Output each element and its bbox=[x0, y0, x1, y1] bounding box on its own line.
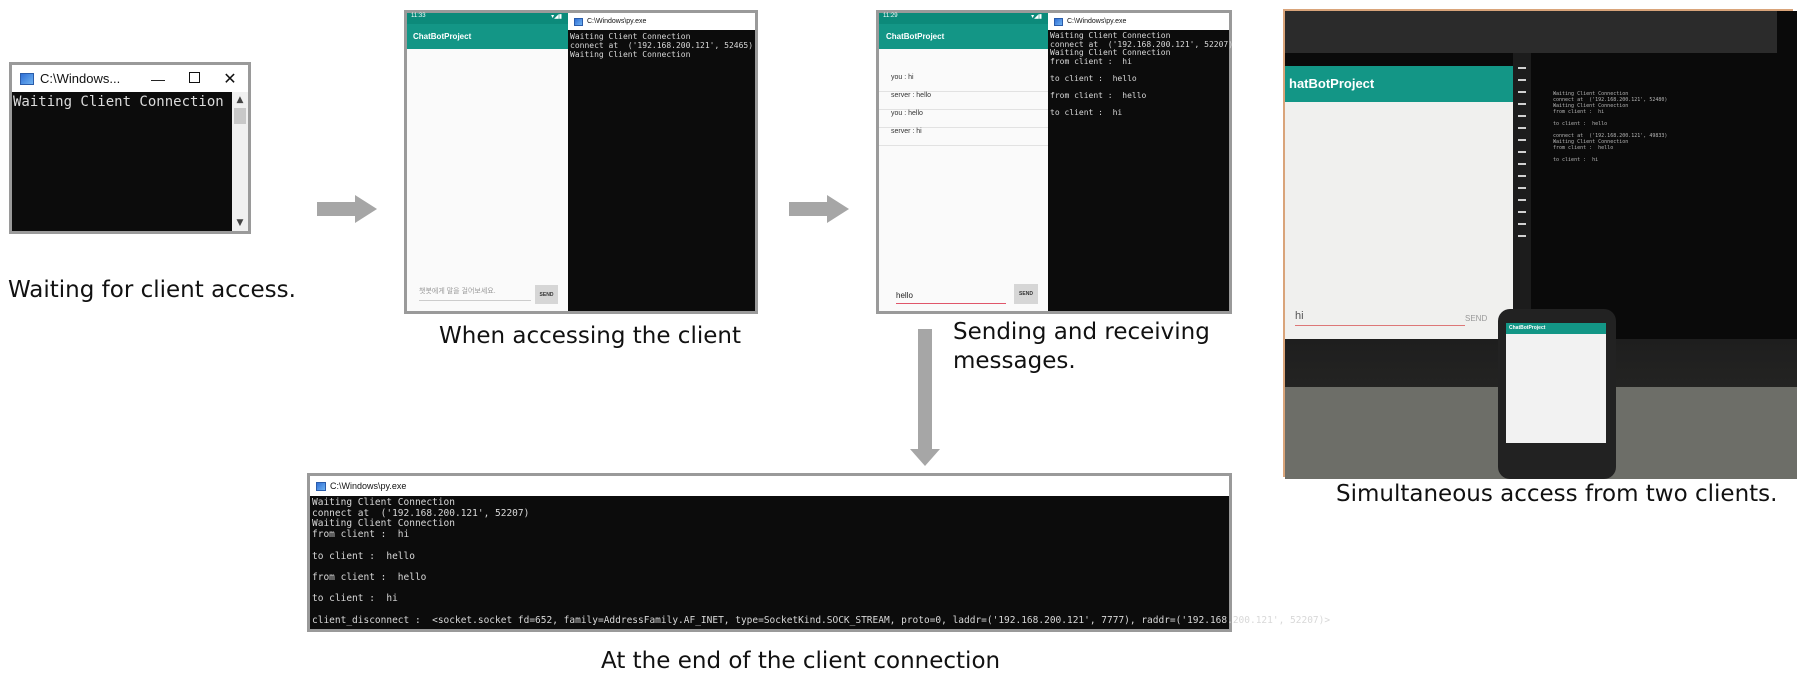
arrow-head bbox=[355, 195, 377, 223]
emulator-app-bar: hatBotProject bbox=[1285, 66, 1513, 102]
message-input[interactable]: hello bbox=[896, 291, 1006, 304]
scroll-up-icon[interactable]: ▲ bbox=[236, 95, 244, 105]
arrow-head bbox=[827, 195, 849, 223]
signal-icon: ▾◢▮ bbox=[551, 14, 562, 20]
emulator-toolbar bbox=[1513, 53, 1531, 339]
phone-app-bar: ChatBotProject bbox=[1506, 323, 1606, 334]
maximize-icon[interactable] bbox=[176, 71, 212, 86]
desktop-header bbox=[1285, 11, 1777, 53]
arrow-right-icon bbox=[317, 202, 357, 216]
send-button[interactable]: SEND bbox=[535, 285, 558, 304]
app-title: ChatBotProject bbox=[886, 32, 945, 41]
phone-device: ChatBotProject bbox=[1498, 309, 1616, 479]
console-app-icon bbox=[316, 481, 326, 491]
photo-app-title: hatBotProject bbox=[1289, 76, 1375, 91]
window-titlebar[interactable]: C:\Windows\py.exe bbox=[1048, 13, 1229, 30]
list-item: you : hi bbox=[879, 74, 1048, 92]
status-time: 11:29 bbox=[883, 13, 898, 19]
close-icon[interactable]: ✕ bbox=[223, 70, 237, 88]
screenshot-messaging: 11:29 ▾◢▮ ChatBotProject you : hi server… bbox=[876, 10, 1233, 314]
console-output: Waiting Client Connection connect at ('1… bbox=[570, 32, 754, 59]
console-output: Waiting Client Connection connect at ('1… bbox=[1050, 31, 1234, 118]
app-title: ChatBotProject bbox=[413, 32, 472, 41]
photo-send: SEND bbox=[1465, 314, 1488, 323]
caption-waiting: Waiting for client access. bbox=[8, 277, 296, 303]
caption-accessing: When accessing the client bbox=[439, 323, 741, 349]
list-item: you : hello bbox=[879, 110, 1048, 128]
app-bar: ChatBotProject bbox=[407, 24, 568, 49]
window-title: C:\Windows\py.exe bbox=[1067, 18, 1127, 25]
phone-app: 11:29 ▾◢▮ ChatBotProject you : hi server… bbox=[879, 13, 1048, 311]
screenshot-client-access: 11:33 ▾◢▮ ChatBotProject 챗봇에게 말을 걸어보세요. … bbox=[404, 10, 758, 314]
app-bar: ChatBotProject bbox=[879, 24, 1048, 49]
message-input[interactable]: 챗봇에게 말을 걸어보세요. bbox=[419, 286, 531, 301]
window-title: C:\Windows\py.exe bbox=[330, 481, 407, 491]
signal-icon: ▾◢▮ bbox=[1031, 14, 1042, 20]
list-item: server : hi bbox=[879, 128, 1048, 146]
console-window: C:\Windows\py.exe Waiting Client Connect… bbox=[1048, 13, 1233, 311]
caption-disconnect: At the end of the client connection bbox=[601, 648, 1001, 674]
arrow-head bbox=[910, 449, 940, 466]
window-titlebar[interactable]: C:\Windows\py.exe bbox=[568, 13, 755, 30]
status-bar: 11:33 ▾◢▮ bbox=[407, 13, 568, 24]
input-value: hello bbox=[896, 291, 913, 300]
console-app-icon bbox=[1054, 17, 1063, 26]
phone-screen: ChatBotProject bbox=[1506, 323, 1606, 443]
console-window-waiting: C:\Windows... — ✕ Waiting Client Connect… bbox=[9, 62, 251, 234]
console-app-icon bbox=[574, 17, 583, 26]
minimize-icon[interactable]: — bbox=[151, 70, 165, 87]
console-output: Waiting Client Connection bbox=[13, 94, 224, 110]
scroll-thumb[interactable] bbox=[234, 108, 246, 124]
photo-two-clients: hatBotProject hi SEND Waiting Client Con… bbox=[1283, 9, 1797, 479]
window-title: C:\Windows\py.exe bbox=[587, 18, 647, 25]
caption-two-clients: Simultaneous access from two clients. bbox=[1336, 481, 1778, 507]
list-item: server : hello bbox=[879, 92, 1048, 110]
window-titlebar[interactable]: C:\Windows\py.exe bbox=[310, 476, 1229, 496]
arrow-right-icon bbox=[789, 202, 829, 216]
phone-app-title: ChatBotProject bbox=[1509, 325, 1546, 331]
console-window-disconnect: C:\Windows\py.exe Waiting Client Connect… bbox=[307, 473, 1330, 632]
photo-input-value: hi bbox=[1295, 310, 1304, 322]
photo-console-output: Waiting Client Connection connect at ('1… bbox=[1553, 91, 1668, 163]
toolbar-icons bbox=[1518, 67, 1526, 237]
vertical-scrollbar[interactable]: ▲ ▼ bbox=[232, 92, 248, 231]
arrow-down-icon bbox=[918, 329, 932, 451]
send-button[interactable]: SEND bbox=[1014, 284, 1038, 304]
status-bar: 11:29 ▾◢▮ bbox=[879, 13, 1048, 24]
caption-messaging: Sending and receiving messages. bbox=[953, 319, 1210, 374]
emulator-window: hatBotProject hi SEND bbox=[1285, 66, 1513, 339]
console-window: C:\Windows\py.exe Waiting Client Connect… bbox=[568, 13, 755, 311]
window-title: C:\Windows... bbox=[40, 71, 121, 86]
monitor-screen: hatBotProject hi SEND Waiting Client Con… bbox=[1285, 11, 1797, 339]
console-app-icon bbox=[20, 72, 34, 85]
phone-app: 11:33 ▾◢▮ ChatBotProject 챗봇에게 말을 걸어보세요. … bbox=[407, 13, 568, 311]
photo-input: hi bbox=[1295, 310, 1465, 326]
input-placeholder: 챗봇에게 말을 걸어보세요. bbox=[419, 288, 496, 295]
status-time: 11:33 bbox=[411, 13, 426, 19]
console-output: Waiting Client Connection connect at ('1… bbox=[312, 497, 1331, 626]
window-titlebar[interactable]: C:\Windows... — ✕ bbox=[12, 65, 248, 92]
scroll-down-icon[interactable]: ▼ bbox=[236, 218, 244, 228]
